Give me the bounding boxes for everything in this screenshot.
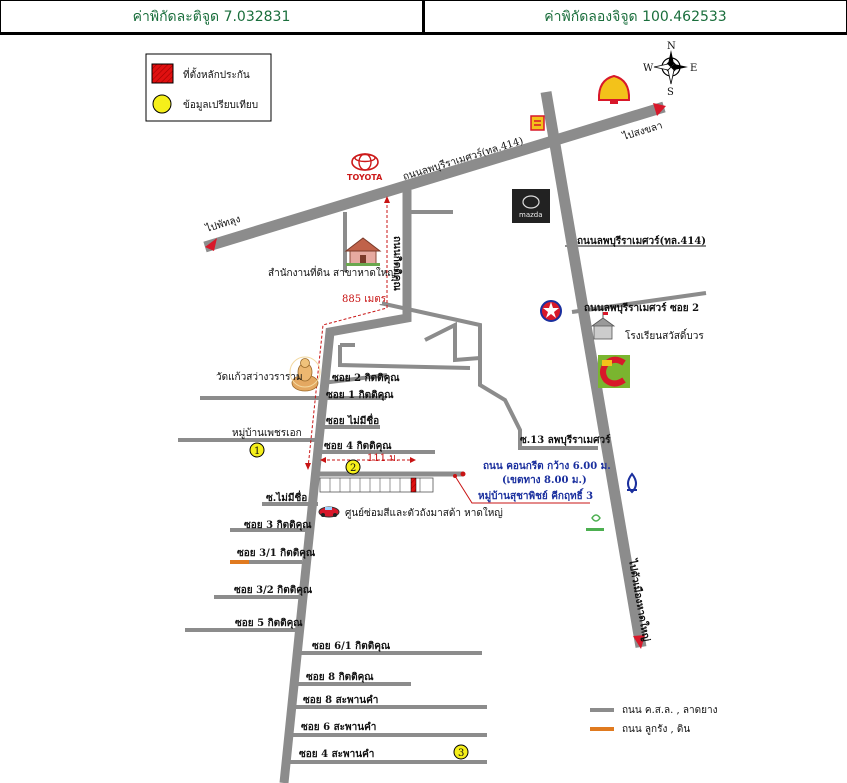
comparison-markers: 1 2 3 <box>249 442 469 760</box>
comparison-marker-2 <box>345 459 361 475</box>
car-service-icon <box>318 506 340 518</box>
big-c-logo-icon <box>598 355 630 388</box>
comparison-marker-1 <box>249 442 265 458</box>
shell-icon <box>597 74 631 104</box>
soi-noname-label: ซอย ไม่มีชื่อ <box>326 413 379 427</box>
gravel-legend-label: ถนน ลูกรัง , ดิน <box>622 724 690 735</box>
kittikhun-road <box>279 190 412 783</box>
distance-111-label: 111 ม. <box>367 453 399 464</box>
soi-noname-short-label: ซ.ไม่มีชื่อ <box>266 490 307 504</box>
collateral-marker <box>410 477 417 493</box>
soi-13-lopburi <box>379 301 598 450</box>
latitude-label: ค่าพิกัดละติจูด 7.032831 <box>132 8 291 25</box>
road-network <box>178 91 707 783</box>
soi8-saphankham-label: ซอย 8 สะพานคำ <box>303 694 378 706</box>
direction-arrows <box>205 103 666 649</box>
store-logo-icon <box>586 514 604 531</box>
mazda-logo-icon: mazda <box>512 189 550 223</box>
svg-text:1: 1 <box>254 446 260 457</box>
compass-n: N <box>667 41 676 52</box>
soi4-saphankham-label: ซอย 4 สะพานคำ <box>299 748 374 760</box>
school-label: โรงเรียนสวัสดิ์บวร <box>625 328 704 342</box>
concrete-road-label: ถนน คอนกรีต กว้าง 6.00 ม. <box>483 460 611 472</box>
collateral-legend-swatch <box>151 63 174 84</box>
distance-885-label: 885 เมตร <box>342 294 387 305</box>
soi1-kittikhun-label: ซอย 1 กิตติคุณ <box>326 389 394 401</box>
comparison-legend-swatch <box>152 94 172 114</box>
svg-text:2: 2 <box>350 463 356 474</box>
wat-label: วัดแก้วสว่างวราราม <box>216 371 303 383</box>
soi8-kittikhun-label: ซอย 8 กิตติคุณ <box>306 671 374 683</box>
collateral-block <box>319 471 590 504</box>
school-icon <box>590 312 616 340</box>
soi2-kittikhun-label: ซอย 2 กิตติคุณ <box>332 372 400 384</box>
legend-bottom: ถนน ค.ส.ล. , ลาดยาง ถนน ลูกรัง , ดิน <box>590 705 718 735</box>
soi6-1-kittikhun-label: ซอย 6/1 กิตติคุณ <box>312 640 391 652</box>
lopburi-soi-2-label: ถนนลพบุรีราเมศวร์ ซอย 2 <box>584 302 699 314</box>
arrow-to-phatthalung <box>205 238 217 251</box>
village-petch-label: หมู่บ้านเพชรเอก <box>232 427 302 439</box>
service-center-label: ศูนย์ซ่อมสีและตัวถังมาสด้า หาดใหญ่ <box>345 507 503 519</box>
fuel-sign-icon <box>530 115 545 131</box>
paved-legend-label: ถนน ค.ส.ล. , ลาดยาง <box>622 705 718 716</box>
temple-icon <box>289 356 321 392</box>
comparison-legend-label: ข้อมูลเปรียบเทียบ <box>183 99 258 111</box>
land-office-label: สำนักงานที่ดิน สาขาหาดใหญ่ <box>268 265 396 279</box>
distance-route <box>305 196 416 470</box>
toyota-label: TOYOTA <box>347 173 383 182</box>
legend-top: ที่ตั้งหลักประกัน ข้อมูลเปรียบเทียบ <box>145 53 272 122</box>
soi5-kittikhun-label: ซอย 5 กิตติคุณ <box>235 617 303 629</box>
toyota-logo-icon: TOYOTA <box>347 153 383 182</box>
soi3-kittikhun-label: ซอย 3 กิตติคุณ <box>244 519 312 531</box>
longitude-label: ค่าพิกัดลองจิจูด 100.462533 <box>422 1 846 32</box>
kittikhun-road-label: ถนนกิตติคุณ <box>391 236 403 291</box>
caltex-icon <box>540 300 562 322</box>
soi6-saphankham-label: ซอย 6 สะพานคำ <box>301 721 376 733</box>
highway-414 <box>203 101 666 253</box>
soi4-kittikhun-label: ซอย 4 กิตติคุณ <box>324 440 392 452</box>
landmarks: TOYOTA mazda <box>289 74 637 531</box>
highway-414-right-label: ถนนลพบุรีราเมศวร์(ทล.414) <box>577 235 706 247</box>
compass-e: E <box>690 63 697 74</box>
soi3-2-kittikhun-label: ซอย 3/2 กิตติคุณ <box>234 584 313 596</box>
compass-s: S <box>667 87 674 98</box>
arrow-to-city <box>633 635 645 649</box>
village-sucha-label: หมู่บ้านสุชาพิชย์ คีกฤทธิ์ 3 <box>478 488 593 503</box>
bank-icon <box>627 472 637 494</box>
land-office-icon <box>344 237 382 266</box>
svg-text:3: 3 <box>458 748 464 759</box>
compass-icon: N S E W <box>643 41 697 98</box>
comparison-marker-3 <box>453 744 469 760</box>
soi-13-label: ซ.13 ลพบุรีราเมศวร์ <box>520 434 611 446</box>
mazda-label: mazda <box>519 211 543 219</box>
lopburi-soi-2 <box>571 291 707 314</box>
concrete-road-width-label: (เขตทาง 8.00 ม.) <box>502 475 587 486</box>
coordinate-bar: ค่าพิกัดละติจูด 7.032831 ค่าพิกัดลองจิจู… <box>0 0 847 35</box>
soi3-1-kittikhun-label: ซอย 3/1 กิตติคุณ <box>237 547 316 559</box>
arrow-to-songkhla <box>653 103 666 116</box>
compass-w: W <box>643 63 654 74</box>
road-to-city <box>540 91 647 648</box>
collateral-legend-label: ที่ตั้งหลักประกัน <box>183 67 250 81</box>
